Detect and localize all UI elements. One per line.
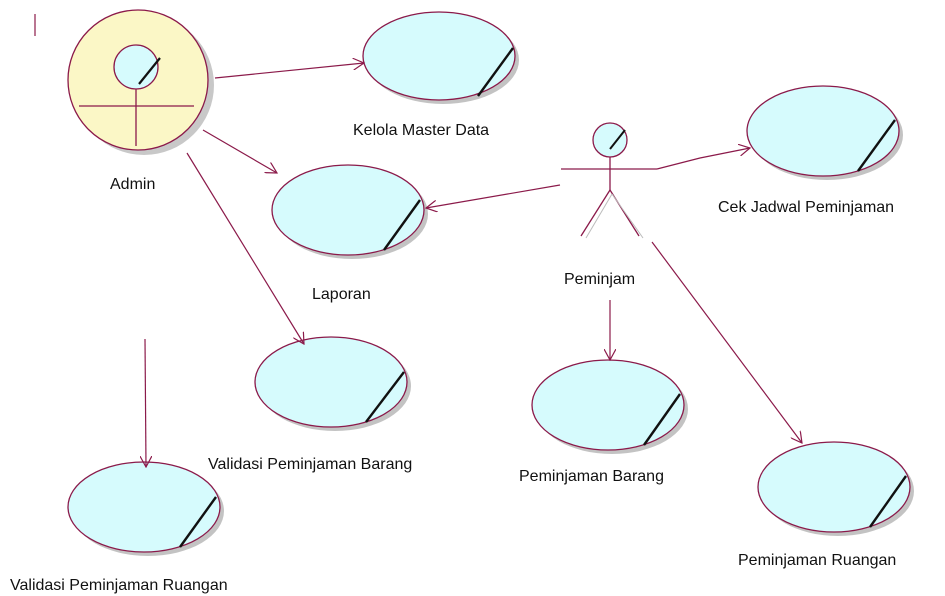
actor-admin[interactable] <box>67 9 214 155</box>
actor-peminjam[interactable] <box>561 122 657 239</box>
usecase-laporan[interactable] <box>271 164 428 259</box>
usecase-peminjaman-ruangan[interactable] <box>757 441 914 536</box>
laporan-label: Laporan <box>312 286 371 303</box>
peminjam-label: Peminjam <box>564 271 636 288</box>
admin-label: Admin <box>110 176 156 193</box>
usecase-validasi-peminjaman-ruangan[interactable] <box>67 461 224 556</box>
usecase-validasi-peminjaman-barang[interactable] <box>254 336 411 431</box>
validasi-peminjaman-barang-label: Validasi Peminjaman Barang <box>208 456 413 473</box>
kelola-master-data-label: Kelola Master Data <box>353 122 490 139</box>
assoc-admin-kelola-master-data <box>214 63 364 79</box>
assoc-admin-validasi-barang <box>186 152 304 344</box>
assoc-admin-validasi-ruangan <box>145 338 146 467</box>
peminjaman-barang-label: Peminjaman Barang <box>519 468 664 485</box>
assoc-peminjam-cek-jadwal <box>656 148 750 170</box>
peminjaman-ruangan-label: Peminjaman Ruangan <box>738 552 897 569</box>
validasi-peminjaman-ruangan-label: Validasi Peminjaman Ruangan <box>10 577 228 594</box>
assoc-peminjam-peminjaman-ruangan <box>651 241 802 443</box>
cek-jadwal-peminjaman-label: Cek Jadwal Peminjaman <box>718 199 895 216</box>
usecase-kelola-master-data[interactable] <box>362 11 519 104</box>
assoc-peminjam-laporan <box>426 184 561 208</box>
usecase-cek-jadwal-peminjaman[interactable] <box>746 85 903 180</box>
assoc-admin-laporan <box>202 129 277 173</box>
usecase-peminjaman-barang[interactable] <box>531 359 688 454</box>
